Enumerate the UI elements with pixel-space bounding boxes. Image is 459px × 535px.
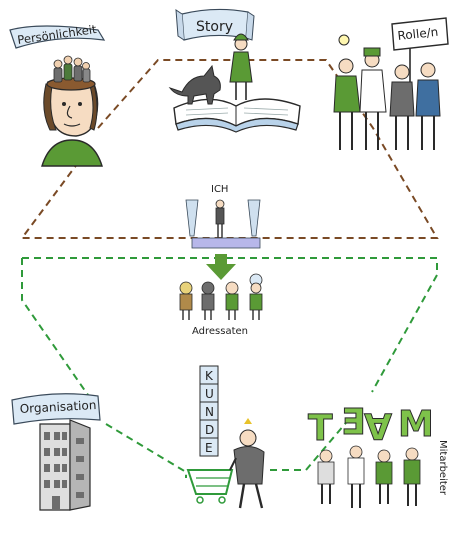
team-letter-3: A xyxy=(364,405,392,446)
shopping-cart xyxy=(186,469,234,504)
lower-hexagon-path-bottom-left xyxy=(105,423,187,478)
wolf-figure xyxy=(168,64,221,105)
down-arrow-icon xyxy=(206,254,236,280)
customer-letter-2: U xyxy=(205,387,214,401)
addressees-figures xyxy=(179,273,263,320)
self-label: ICH xyxy=(211,184,228,195)
self-figure xyxy=(185,199,261,249)
organisation-banner: Organisation xyxy=(11,393,101,425)
customer-box-stack: K U N D E xyxy=(199,365,219,457)
role-people xyxy=(333,34,441,150)
team-letter-1: T xyxy=(308,408,333,449)
customer-letter-1: K xyxy=(205,369,214,383)
story-label: Story xyxy=(196,19,233,35)
girl-figure xyxy=(229,33,253,100)
upper-hexagon-path xyxy=(20,59,439,239)
customer-figure xyxy=(229,418,265,509)
team-letters: T E A M xyxy=(308,402,435,450)
role-label: Rolle/n xyxy=(397,25,439,43)
office-building xyxy=(39,419,91,511)
addressees-label: Adressaten xyxy=(192,326,248,337)
team-letter-2: E xyxy=(341,402,366,443)
team-letter-4: M xyxy=(398,404,434,445)
personality-figure xyxy=(41,55,103,167)
role-sign: Rolle/n xyxy=(391,17,449,90)
employees-label: Mitarbeiter xyxy=(437,440,448,496)
story-banner: Story xyxy=(175,8,255,41)
customer-letter-3: N xyxy=(205,405,214,419)
story-book xyxy=(173,98,301,133)
customer-letter-4: D xyxy=(205,423,214,437)
organisation-label: Organisation xyxy=(19,398,96,416)
lower-hexagon-path-bottom-right xyxy=(270,417,351,471)
lower-hexagon-path-left xyxy=(21,258,89,396)
lower-hexagon-path xyxy=(22,257,438,393)
customer-letter-5: E xyxy=(205,441,213,455)
team-people xyxy=(317,445,421,508)
